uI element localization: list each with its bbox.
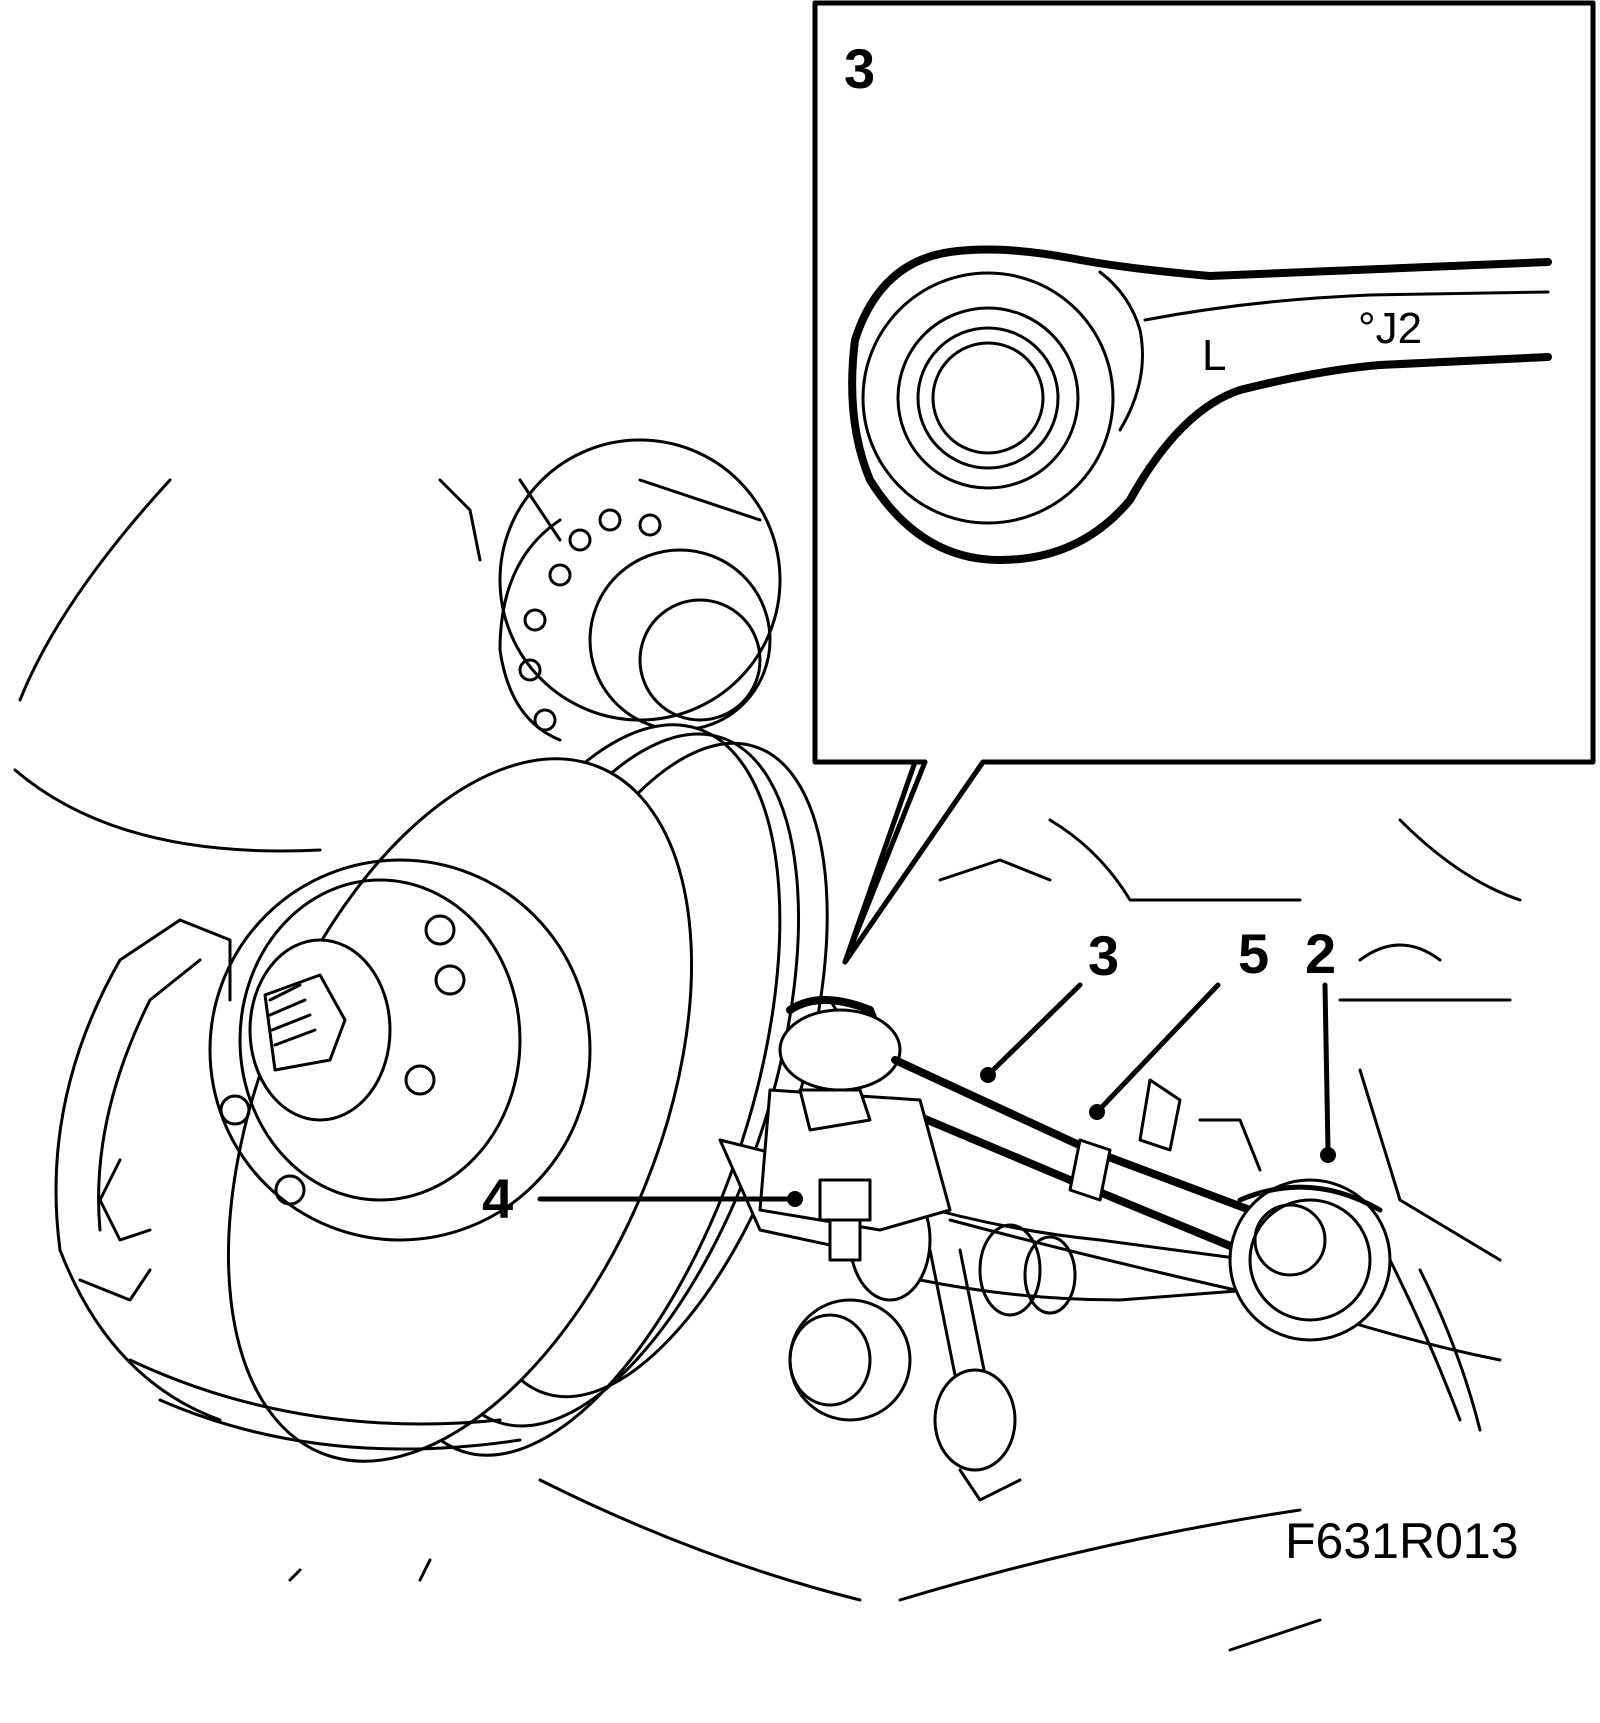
callout-3-label: 3 xyxy=(1088,924,1119,987)
callout-2: 2 xyxy=(1305,922,1336,1163)
callout-5-label: 5 xyxy=(1238,922,1269,985)
figure-id: F631R013 xyxy=(1285,1513,1519,1569)
callout-4-label: 4 xyxy=(482,1167,513,1230)
callout-4: 4 xyxy=(482,1167,803,1230)
lower-rod xyxy=(928,1248,1022,1502)
callout-2-label: 2 xyxy=(1305,922,1336,985)
inset-label: 3 xyxy=(844,37,875,100)
wheel-hub-assembly-rear xyxy=(498,438,782,742)
steering-knuckle xyxy=(758,1088,952,1262)
callout-3: 3 xyxy=(980,924,1119,1083)
link-arm xyxy=(778,996,1254,1254)
brake-disc xyxy=(208,723,829,1463)
splash-guard xyxy=(54,918,522,1451)
inset-frame xyxy=(812,0,1596,965)
callout-5: 5 xyxy=(1089,922,1269,1120)
outer-joint xyxy=(1138,1078,1482,1432)
wheel-stud xyxy=(248,938,392,1122)
inset-stamp-code: °J2 xyxy=(1358,304,1422,353)
inset-stamp-letter: L xyxy=(1202,331,1226,380)
inset-link-arm-eye xyxy=(848,245,1552,564)
